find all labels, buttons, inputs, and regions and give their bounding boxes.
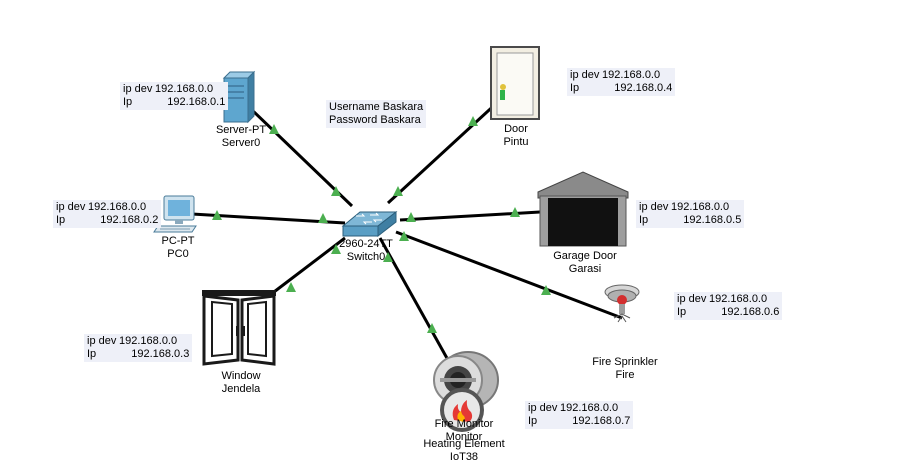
link-door-switch[interactable]	[386, 98, 502, 205]
status-triangle	[406, 212, 416, 222]
status-triangle	[269, 124, 279, 134]
heating-element-icon[interactable]	[440, 388, 484, 432]
switch-icon[interactable]	[341, 210, 398, 238]
server-icon[interactable]	[222, 70, 256, 124]
status-triangle	[393, 186, 403, 196]
door-icon[interactable]	[490, 46, 540, 120]
status-triangle	[318, 213, 328, 223]
device-label-monitor: Fire Monitor Monitor	[434, 418, 494, 443]
status-triangle	[541, 285, 551, 295]
device-label-garage: Garage Door Garasi	[553, 250, 617, 275]
credentials-note[interactable]: Username Baskara Password Baskara	[326, 100, 427, 128]
device-label-pc: PC-PT PC0	[161, 235, 195, 260]
status-triangle	[383, 252, 393, 262]
status-triangle	[331, 244, 341, 254]
status-triangle	[286, 282, 296, 292]
device-label-heater: Heating Element IoT38	[423, 438, 505, 463]
device-label-server: Server-PT Server0	[215, 124, 267, 149]
status-triangle	[510, 207, 520, 217]
link-status-indicators	[212, 116, 551, 333]
device-label-window: Window Jendela	[221, 370, 261, 395]
device-label-sprinkler: Fire Sprinkler Fire	[592, 356, 658, 381]
window-icon[interactable]	[202, 290, 276, 366]
status-triangle	[331, 186, 341, 196]
status-triangle	[468, 116, 478, 126]
link-sprinkler-switch[interactable]	[395, 230, 623, 320]
device-label-switch: 2960-24TT Switch0	[339, 238, 393, 263]
status-triangle	[212, 210, 222, 220]
link-window-switch[interactable]	[265, 236, 346, 300]
garage-door-icon[interactable]	[537, 171, 629, 247]
link-heater-switch[interactable]	[378, 237, 450, 361]
pc-icon[interactable]	[153, 195, 197, 233]
fire-sprinkler-icon[interactable]	[604, 284, 640, 323]
status-triangle	[399, 231, 409, 241]
device-label-door: Door Pintu	[503, 123, 529, 148]
status-triangle	[427, 323, 437, 333]
